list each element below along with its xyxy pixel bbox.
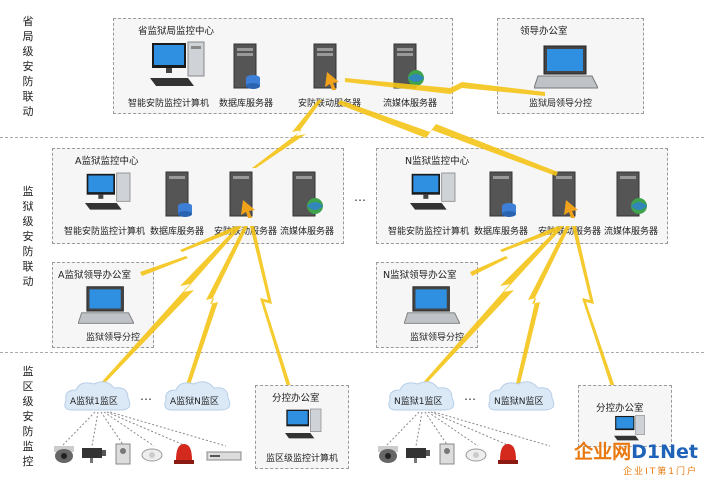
cloud-icon (64, 381, 131, 411)
bullet-camera-icon (406, 448, 430, 463)
watermark-main: 企业网D1Net (574, 441, 698, 463)
streaming-media-server-icon (292, 171, 323, 217)
prison-a-leader-office-title: A监狱领导办公室 (58, 270, 131, 281)
security-linkage-server-icon (313, 43, 339, 90)
computer-icon (285, 408, 322, 439)
district-n-office-title: 分控办公室 (596, 403, 644, 414)
intercom-icon (115, 443, 131, 465)
laptop-icon (78, 286, 134, 324)
device-connection-lines (385, 411, 551, 447)
dome-camera-icon (54, 446, 74, 463)
ellipsis: … (354, 190, 367, 204)
cloud-icon (488, 381, 555, 411)
bullet-camera-icon (82, 448, 106, 463)
lightning-link (185, 226, 248, 388)
lightning-link (252, 100, 322, 168)
smoke-detector-icon (141, 448, 163, 462)
prison-n-leader-office-title: N监狱领导办公室 (383, 270, 457, 281)
streaming-media-server-icon (393, 43, 424, 89)
side-label-district: 监区级安防监控 (22, 365, 34, 468)
device-label: 安防联动服务器 (298, 99, 362, 109)
intercom-icon (439, 443, 455, 465)
lightning-link (98, 226, 242, 386)
province-leader-office-title: 领导办公室 (520, 26, 568, 37)
province-center-title: 省监狱局监控中心 (138, 26, 215, 37)
ellipsis: … (464, 389, 477, 403)
streaming-media-server-icon (616, 171, 647, 217)
lightning-link (140, 226, 238, 276)
prison-n-center-title: N监狱监控中心 (405, 156, 470, 167)
district-a-office-box (255, 385, 349, 469)
device-label: 数据库服务器 (219, 99, 274, 109)
laptop-icon (534, 45, 598, 89)
ellipsis: … (140, 389, 153, 403)
district-cloud-label: N监狱1监区 (394, 397, 443, 407)
device-label: 数据库服务器 (150, 227, 205, 237)
device-label: 智能安防监控计算机 (128, 99, 210, 109)
device-label: 监狱领导分控 (86, 333, 141, 343)
security-linkage-server-icon (229, 171, 255, 218)
device-label: 监狱局领导分控 (529, 99, 593, 109)
lightning-link (572, 226, 616, 390)
prison-a-center-title: A监狱监控中心 (75, 156, 139, 167)
database-server-icon (233, 43, 260, 89)
device-label: 流媒体服务器 (383, 99, 438, 109)
alarm-siren-icon (498, 444, 518, 464)
lightning-link (250, 226, 292, 390)
device-label: 监区级监控计算机 (266, 454, 339, 464)
device-label: 安防联动服务器 (214, 227, 278, 237)
lightning-link (470, 226, 560, 276)
watermark-sub: 企业IT第1门户 (623, 467, 698, 477)
dvr-icon (206, 451, 242, 461)
computer-icon (85, 172, 131, 210)
device-connection-lines (61, 411, 227, 447)
laptop-icon (404, 286, 460, 324)
computer-icon (150, 41, 205, 86)
computer-icon (614, 415, 645, 441)
district-cloud-label: A监狱1监区 (70, 397, 118, 407)
device-label: 数据库服务器 (474, 227, 529, 237)
lightning-link (515, 226, 570, 388)
separator-prison-district (0, 352, 704, 353)
security-linkage-server-icon (552, 171, 578, 218)
lightning-link (338, 100, 558, 176)
district-cloud-label: A监狱N监区 (170, 397, 219, 407)
smoke-detector-icon (465, 448, 487, 462)
separator-province-prison (0, 137, 704, 138)
computer-icon (410, 172, 456, 210)
cloud-icon (164, 381, 231, 411)
device-label: 流媒体服务器 (280, 227, 335, 237)
side-label-province: 省局级安防联动 (22, 15, 34, 118)
district-a-office-title: 分控办公室 (272, 393, 320, 404)
alarm-siren-icon (174, 444, 194, 464)
lightning-link (345, 78, 545, 96)
device-label: 智能安防监控计算机 (64, 227, 146, 237)
district-cloud-label: N监狱N监区 (494, 397, 544, 407)
database-server-icon (165, 171, 192, 217)
cloud-icon (388, 381, 455, 411)
device-label: 智能安防监控计算机 (388, 227, 470, 237)
watermark-logo: 企业网D1Net 企业IT第1门户 (574, 437, 698, 477)
dome-camera-icon (378, 446, 398, 463)
device-label: 流媒体服务器 (604, 227, 659, 237)
device-label: 安防联动服务器 (538, 227, 602, 237)
lightning-link (420, 226, 564, 386)
device-label: 监狱领导分控 (410, 333, 465, 343)
side-label-prison: 监狱级安防联动 (22, 185, 34, 288)
database-server-icon (489, 171, 516, 217)
